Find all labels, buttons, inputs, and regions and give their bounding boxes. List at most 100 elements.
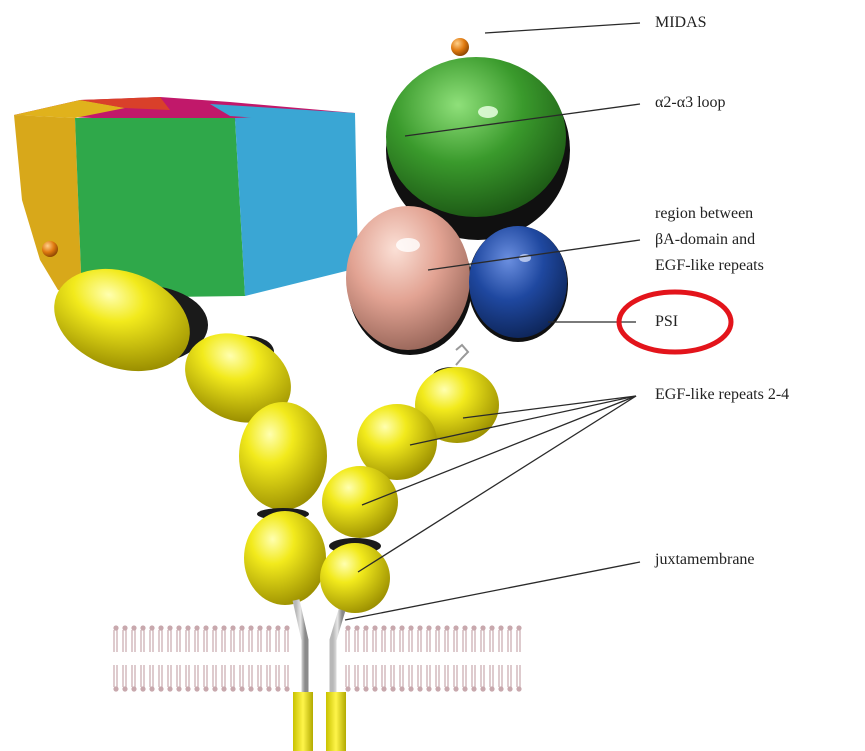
lipid-head xyxy=(284,625,289,630)
lipid-head xyxy=(453,625,458,630)
alpha-tm-helix xyxy=(293,692,313,751)
lipid-head xyxy=(435,625,440,630)
lipid-head xyxy=(176,625,181,630)
lipid-head xyxy=(363,686,368,691)
betaA-highlight xyxy=(478,106,498,118)
beta-tm-helix xyxy=(326,692,346,751)
lipid-head xyxy=(435,686,440,691)
hybrid-highlight xyxy=(396,238,420,252)
region-label-line3: EGF-like repeats xyxy=(655,255,764,277)
lipid-head xyxy=(390,686,395,691)
region-label-line1: region between xyxy=(655,203,753,225)
lipid-head xyxy=(480,625,485,630)
alpha-subunit xyxy=(14,97,358,605)
lipid-head xyxy=(239,686,244,691)
lipid-head xyxy=(399,625,404,630)
lipid-head xyxy=(113,625,118,630)
lipid-head xyxy=(345,686,350,691)
midas-line xyxy=(485,23,640,33)
lipid-head xyxy=(372,686,377,691)
lipid-head xyxy=(453,686,458,691)
lipid-head xyxy=(176,686,181,691)
lipid-head xyxy=(203,625,208,630)
transmembrane-segments xyxy=(293,600,346,751)
lipid-head xyxy=(230,625,235,630)
lipid-head xyxy=(381,625,386,630)
propeller-right-face xyxy=(235,113,358,296)
lipid-head xyxy=(444,625,449,630)
lipid-head xyxy=(471,625,476,630)
lipid-head xyxy=(230,686,235,691)
lipid-head xyxy=(194,625,199,630)
psi-domain xyxy=(469,226,567,338)
linker xyxy=(456,345,468,365)
beta-subunit xyxy=(320,38,570,613)
lipid-bilayer xyxy=(113,625,521,691)
lipid-head xyxy=(480,686,485,691)
propeller-metal-ion xyxy=(42,241,58,257)
lipid-head xyxy=(221,625,226,630)
lipid-head xyxy=(257,625,262,630)
lipid-head xyxy=(471,686,476,691)
lipid-head xyxy=(426,686,431,691)
lipid-head xyxy=(498,686,503,691)
psi-label: PSI xyxy=(655,311,678,333)
lipid-head xyxy=(381,686,386,691)
lipid-head xyxy=(158,686,163,691)
lipid-head xyxy=(516,625,521,630)
lipid-head xyxy=(354,625,359,630)
lipid-head xyxy=(462,686,467,691)
juxta-line xyxy=(345,562,640,620)
lipid-head xyxy=(372,625,377,630)
lipid-head xyxy=(131,686,136,691)
lipid-head xyxy=(212,686,217,691)
lipid-head xyxy=(390,625,395,630)
lipid-head xyxy=(149,686,154,691)
lipid-head xyxy=(140,625,145,630)
lipid-head xyxy=(257,686,262,691)
lipid-head xyxy=(284,686,289,691)
lipid-head xyxy=(185,625,190,630)
lipid-head xyxy=(275,686,280,691)
lipid-head xyxy=(167,686,172,691)
lipid-head xyxy=(507,686,512,691)
lipid-head xyxy=(417,625,422,630)
lipid-head xyxy=(185,686,190,691)
lipid-head xyxy=(212,625,217,630)
lipid-head xyxy=(248,686,253,691)
lipid-head xyxy=(516,686,521,691)
lipid-head xyxy=(399,686,404,691)
juxtamembrane-label: juxtamembrane xyxy=(655,549,755,571)
alpha2-alpha3-loop-label: α2-α3 loop xyxy=(655,92,726,114)
lipid-head xyxy=(149,625,154,630)
beta-tm-connector xyxy=(333,610,342,700)
lipid-head xyxy=(194,686,199,691)
egf-repeat-3 xyxy=(322,466,398,538)
calf2-domain xyxy=(239,402,327,510)
alpha-juxta-domain xyxy=(244,511,326,605)
egf-repeats-label: EGF-like repeats 2-4 xyxy=(655,384,789,406)
lipid-head xyxy=(507,625,512,630)
lipid-head xyxy=(426,625,431,630)
lipid-head xyxy=(354,686,359,691)
lipid-head xyxy=(158,625,163,630)
lipid-head xyxy=(113,686,118,691)
lipid-head xyxy=(122,686,127,691)
lipid-head xyxy=(363,625,368,630)
midas-metal-ion xyxy=(451,38,469,56)
betaA-domain xyxy=(386,57,566,217)
alpha-tm-connector xyxy=(296,600,305,700)
beta-juxta-domain xyxy=(320,543,390,613)
lipid-head xyxy=(408,625,413,630)
lipid-head xyxy=(489,625,494,630)
hybrid-domain xyxy=(346,206,470,350)
lipid-head xyxy=(122,625,127,630)
midas-label: MIDAS xyxy=(655,12,707,34)
lipid-head xyxy=(239,625,244,630)
lipid-head xyxy=(489,686,494,691)
lipid-head xyxy=(221,686,226,691)
lipid-head xyxy=(167,625,172,630)
lipid-head xyxy=(203,686,208,691)
lipid-head xyxy=(248,625,253,630)
